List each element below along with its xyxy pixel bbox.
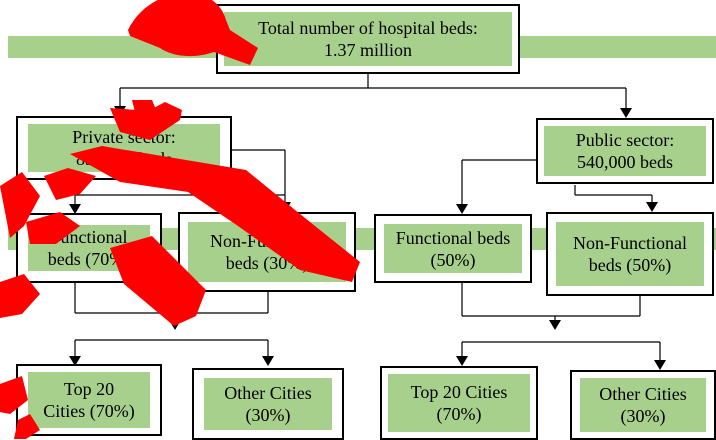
public-top20-label: Top 20 Cities (70%) (410, 382, 508, 424)
private-sector-label: Private sector: 833,000 beds (72, 127, 176, 169)
public-sector-label: Public sector: 540,000 beds (575, 130, 675, 172)
public-functional-label: Functional beds (50%) (395, 227, 511, 270)
private-top20-box: Top 20 Cities (70%) (16, 364, 162, 436)
public-functional-box: Functional beds (50%) (374, 214, 532, 283)
public-sector-box: Public sector: 540,000 beds (536, 118, 714, 184)
public-other-box: Other Cities (30%) (570, 370, 716, 440)
private-top20-label: Top 20 Cities (70%) (43, 379, 135, 421)
public-non-functional-label: Non-Functional beds (50%) (573, 233, 687, 275)
total-beds-box: Total number of hospital beds: 1.37 mill… (216, 4, 520, 74)
private-other-label: Other Cities (30%) (224, 383, 312, 425)
public-other-label: Other Cities (30%) (599, 384, 687, 426)
private-functional-box: Functional beds (70%) (16, 213, 162, 283)
public-non-functional-box: Non-Functional beds (50%) (546, 212, 714, 296)
private-functional-label: Functional beds (70%) (47, 227, 131, 269)
private-non-functional-box: Non-Functional beds (30%) (178, 212, 356, 292)
public-top20-box: Top 20 Cities (70%) (380, 366, 538, 440)
private-other-box: Other Cities (30%) (192, 368, 344, 440)
private-non-functional-label: Non-Functional beds (30%) (210, 231, 324, 273)
private-sector-box: Private sector: 833,000 beds (16, 116, 232, 180)
total-beds-label: Total number of hospital beds: 1.37 mill… (258, 18, 478, 60)
